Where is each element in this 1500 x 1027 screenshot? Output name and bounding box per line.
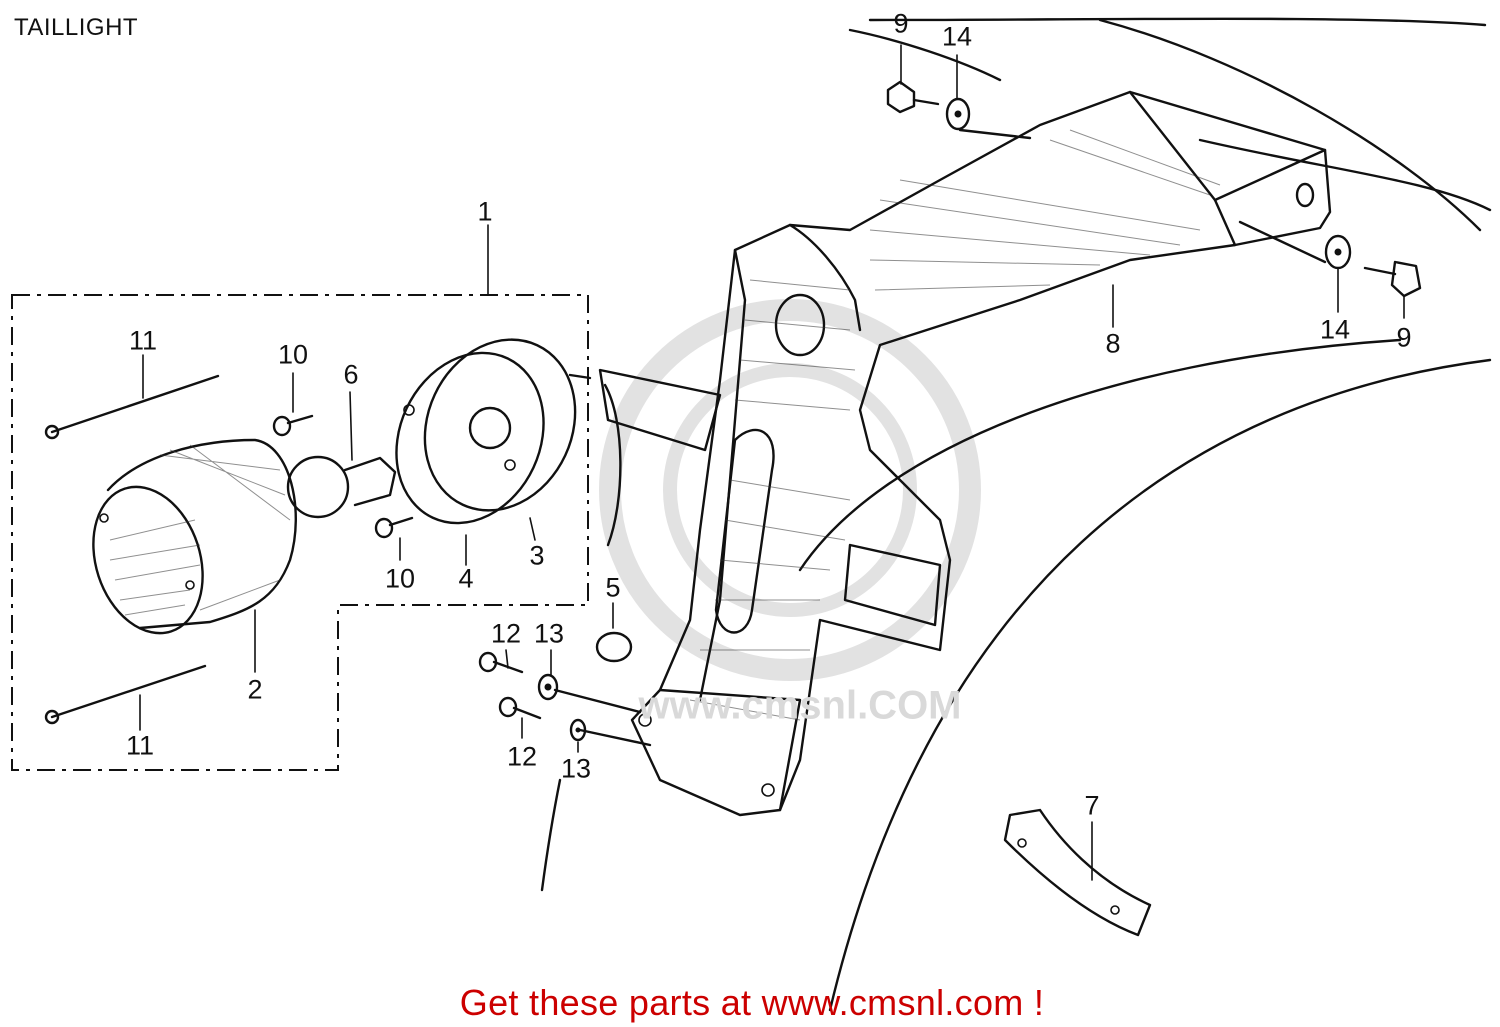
callout-14-top: 14 — [941, 21, 973, 52]
taillight-housing — [395, 338, 622, 547]
callout-10-bottom: 10 — [384, 563, 416, 594]
callout-3: 3 — [529, 540, 545, 571]
callout-9-right: 9 — [1396, 322, 1412, 353]
watermark-text: www.cmsnl.COM — [638, 683, 962, 728]
screws-12 — [478, 651, 542, 720]
callout-4: 4 — [458, 563, 474, 594]
callout-8: 8 — [1105, 328, 1121, 359]
assembly-box — [11, 294, 589, 771]
page-title: TAILLIGHT — [14, 14, 139, 41]
bulb — [286, 455, 397, 519]
callout-6: 6 — [343, 359, 359, 390]
callout-10-top: 10 — [277, 339, 309, 370]
callout-1: 1 — [477, 196, 493, 227]
callout-13-bottom: 13 — [560, 753, 592, 784]
bracket-plate — [1003, 808, 1152, 937]
callout-2: 2 — [247, 674, 263, 705]
taillight-lens — [92, 438, 297, 635]
callout-11-bottom: 11 — [125, 730, 155, 761]
callout-12-bottom: 12 — [506, 741, 538, 772]
small-screws — [272, 414, 414, 539]
callout-12-top: 12 — [490, 618, 522, 649]
callout-11-top: 11 — [128, 325, 158, 356]
leader-lines — [139, 44, 1405, 881]
fender-outline — [540, 17, 1492, 1012]
callout-14-right: 14 — [1319, 314, 1351, 345]
callout-5: 5 — [605, 572, 621, 603]
promo-link[interactable]: Get these parts at www.cmsnl.com ! — [459, 982, 1045, 1023]
long-screws — [44, 374, 220, 725]
callout-9-top: 9 — [893, 8, 909, 39]
callout-13-top: 13 — [533, 618, 565, 649]
rubber-plug — [595, 631, 633, 663]
bolts-9 — [886, 80, 1422, 298]
washers-13 — [537, 673, 587, 742]
rear-bracket — [553, 90, 1332, 817]
callout-7: 7 — [1084, 790, 1100, 821]
